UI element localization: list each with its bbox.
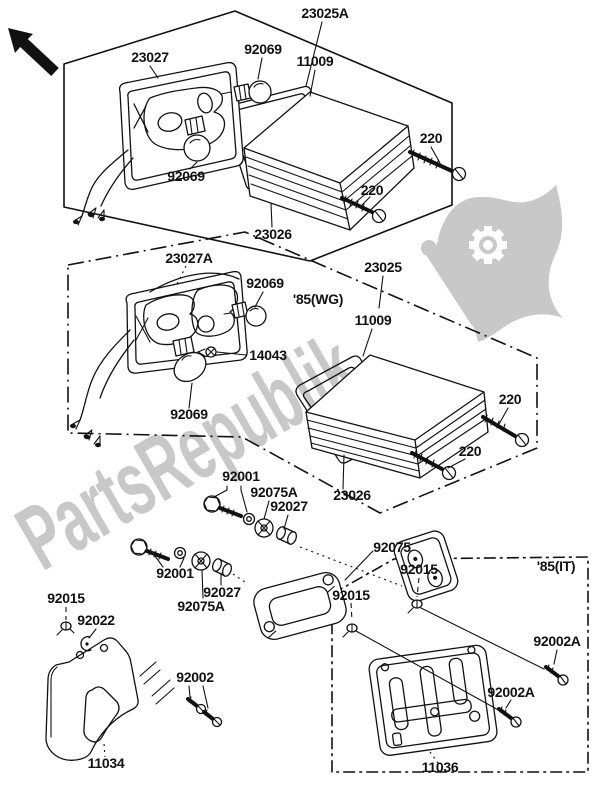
part-number-labels: 23025A 23027 92069 11009 220 220 92069 23026 230… xyxy=(47,5,581,775)
part-label-92027-upper: 92027 xyxy=(270,498,308,514)
tail-light-housing-middle xyxy=(70,270,248,448)
part-label-92069-top-lower: 92069 xyxy=(167,168,205,184)
screw-14043 xyxy=(196,346,217,358)
grommet-92075A-lower xyxy=(191,551,211,571)
frame-92075 xyxy=(253,550,374,641)
part-label-23027: 23027 xyxy=(131,49,169,65)
mount-hardware-upper xyxy=(203,485,403,587)
flag-pole xyxy=(424,244,482,327)
part-label-92002A-upper: 92002A xyxy=(533,633,580,649)
license-plate-holder xyxy=(355,607,545,764)
part-label-92015-plate-left: 92015 xyxy=(332,587,370,603)
screw-220-middle-right xyxy=(481,414,530,448)
top-section-boundary xyxy=(63,10,453,262)
part-label-23026-top: 23026 xyxy=(254,226,292,242)
rear-housing-corner xyxy=(393,530,459,602)
screw-92002A-upper xyxy=(544,649,569,686)
mount-hardware-lower xyxy=(130,538,249,599)
part-label-220-top-right: 220 xyxy=(420,130,443,146)
part-label-92001-upper: 92001 xyxy=(222,468,260,484)
part-label-11034: 11034 xyxy=(88,755,125,771)
lens-top xyxy=(243,91,415,231)
middle-section-boundary xyxy=(67,231,538,514)
part-label-92075: 92075 xyxy=(373,539,411,555)
part-label-11009-mid: 11009 xyxy=(355,312,392,328)
part-label-14043: 14043 xyxy=(249,347,287,363)
part-label-92027-lower: 92027 xyxy=(203,584,241,600)
gear-icon xyxy=(469,226,507,264)
part-label-92075A-upper: 92075A xyxy=(250,484,297,500)
license-plate-section-boundary xyxy=(331,556,589,773)
part-label-variant-85it: '85(IT) xyxy=(537,558,576,574)
screws-92002 xyxy=(186,685,223,728)
tail-light-housing-top xyxy=(73,61,244,226)
bulb-top-right xyxy=(220,80,272,104)
screw-92002A-lower xyxy=(497,699,522,728)
part-label-92069-mid-right: 92069 xyxy=(246,275,284,291)
bracket-11034 xyxy=(45,637,175,761)
tail-light-assembly-middle xyxy=(70,265,530,602)
bulb-top-lower xyxy=(183,115,211,162)
up-left-arrow-icon xyxy=(8,28,59,76)
wire-connectors-middle xyxy=(70,419,101,448)
nut-92015-plate-right xyxy=(407,577,423,614)
screw-220-top-right xyxy=(408,149,467,182)
part-label-23026-mid: 23026 xyxy=(333,487,371,503)
part-label-variant-85wg: '85(WG) xyxy=(293,291,343,307)
part-label-92001-lower: 92001 xyxy=(156,565,194,581)
part-label-11036: 11036 xyxy=(422,759,459,775)
part-label-92022: 92022 xyxy=(77,612,115,628)
part-label-92075A-lower: 92075A xyxy=(177,598,224,614)
pointer-lines-middle xyxy=(176,265,509,490)
part-label-92002A-lower: 92002A xyxy=(487,684,534,700)
screw-220-middle-left xyxy=(410,450,457,481)
collar-92027-upper xyxy=(275,526,298,545)
part-label-92069-mid-lower: 92069 xyxy=(170,406,208,422)
flag-shape xyxy=(436,185,563,342)
part-label-11009-top: 11009 xyxy=(297,53,334,69)
part-label-23025-mid: 23025 xyxy=(364,259,402,275)
collar-92027-lower xyxy=(211,558,233,577)
nut-92015-bracket xyxy=(56,607,75,636)
part-label-220-mid-left: 220 xyxy=(459,443,482,459)
part-label-23027A: 23027A xyxy=(165,250,212,266)
watermark-flag-logo xyxy=(421,185,563,342)
part-label-23025A: 23025A xyxy=(301,5,348,21)
part-label-220-top-left: 220 xyxy=(361,182,384,198)
washer-92022 xyxy=(80,628,97,652)
tail-light-assembly-top xyxy=(73,21,467,231)
bulb-middle-lower xyxy=(172,336,207,383)
flag-pole-knob xyxy=(421,240,437,256)
nut-92015-plate-left xyxy=(342,602,358,638)
screw-220-top-left xyxy=(340,195,387,224)
wire-connectors-top xyxy=(73,207,105,226)
part-label-92002: 92002 xyxy=(176,669,214,685)
lens-middle xyxy=(305,354,489,479)
part-label-220-mid-right: 220 xyxy=(499,391,522,407)
grommet-92075A-upper xyxy=(254,518,274,538)
pointer-lines-top xyxy=(149,21,441,228)
part-label-92069-top-right: 92069 xyxy=(244,41,282,57)
part-label-92015-bracket: 92015 xyxy=(47,590,85,606)
part-label-92015-plate-right: 92015 xyxy=(400,561,438,577)
